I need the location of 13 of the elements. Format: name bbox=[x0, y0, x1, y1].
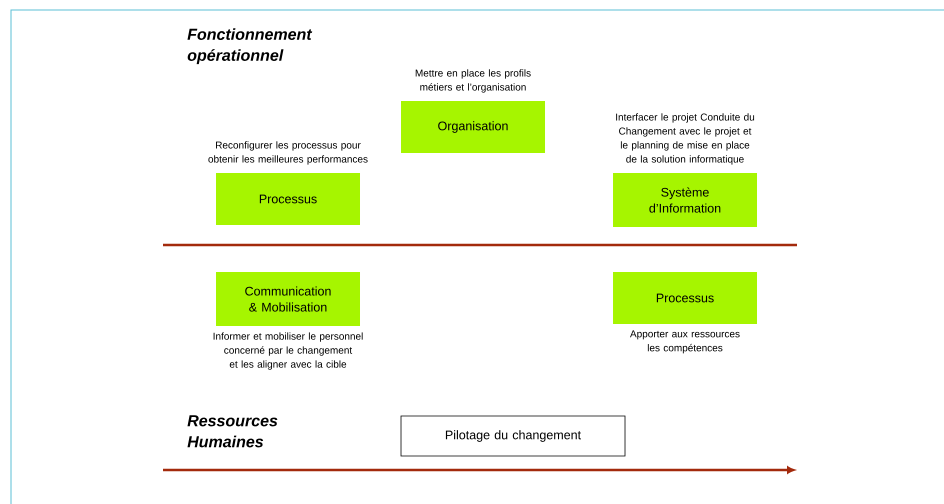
process-box: Système d’Information bbox=[613, 173, 757, 227]
description-text: Interfacer le projet Conduite du Changement avec le projet et le planning de mise en place de la solution informatique bbox=[616, 113, 754, 165]
process-box: Organisation bbox=[401, 101, 545, 153]
description-text: Apporter aux ressources les compétences bbox=[630, 330, 740, 354]
process-box: Processus bbox=[613, 272, 757, 324]
section-heading: Fonctionnement opérationnel bbox=[188, 28, 312, 64]
description-text: Mettre en place les profils métiers et l’organisation bbox=[416, 69, 531, 93]
process-box: Communication & Mobilisation bbox=[216, 272, 360, 326]
title-box: Pilotage du changement bbox=[400, 416, 626, 456]
section-heading: Ressources Humaines bbox=[188, 415, 278, 448]
description-text: Informer et mobiliser le personnel concerné par le changement et les aligner avec la cible bbox=[214, 332, 363, 370]
description-text: Reconfigurer les processus pour obtenir les meilleures performances bbox=[208, 141, 368, 165]
process-box: Processus bbox=[216, 173, 360, 225]
